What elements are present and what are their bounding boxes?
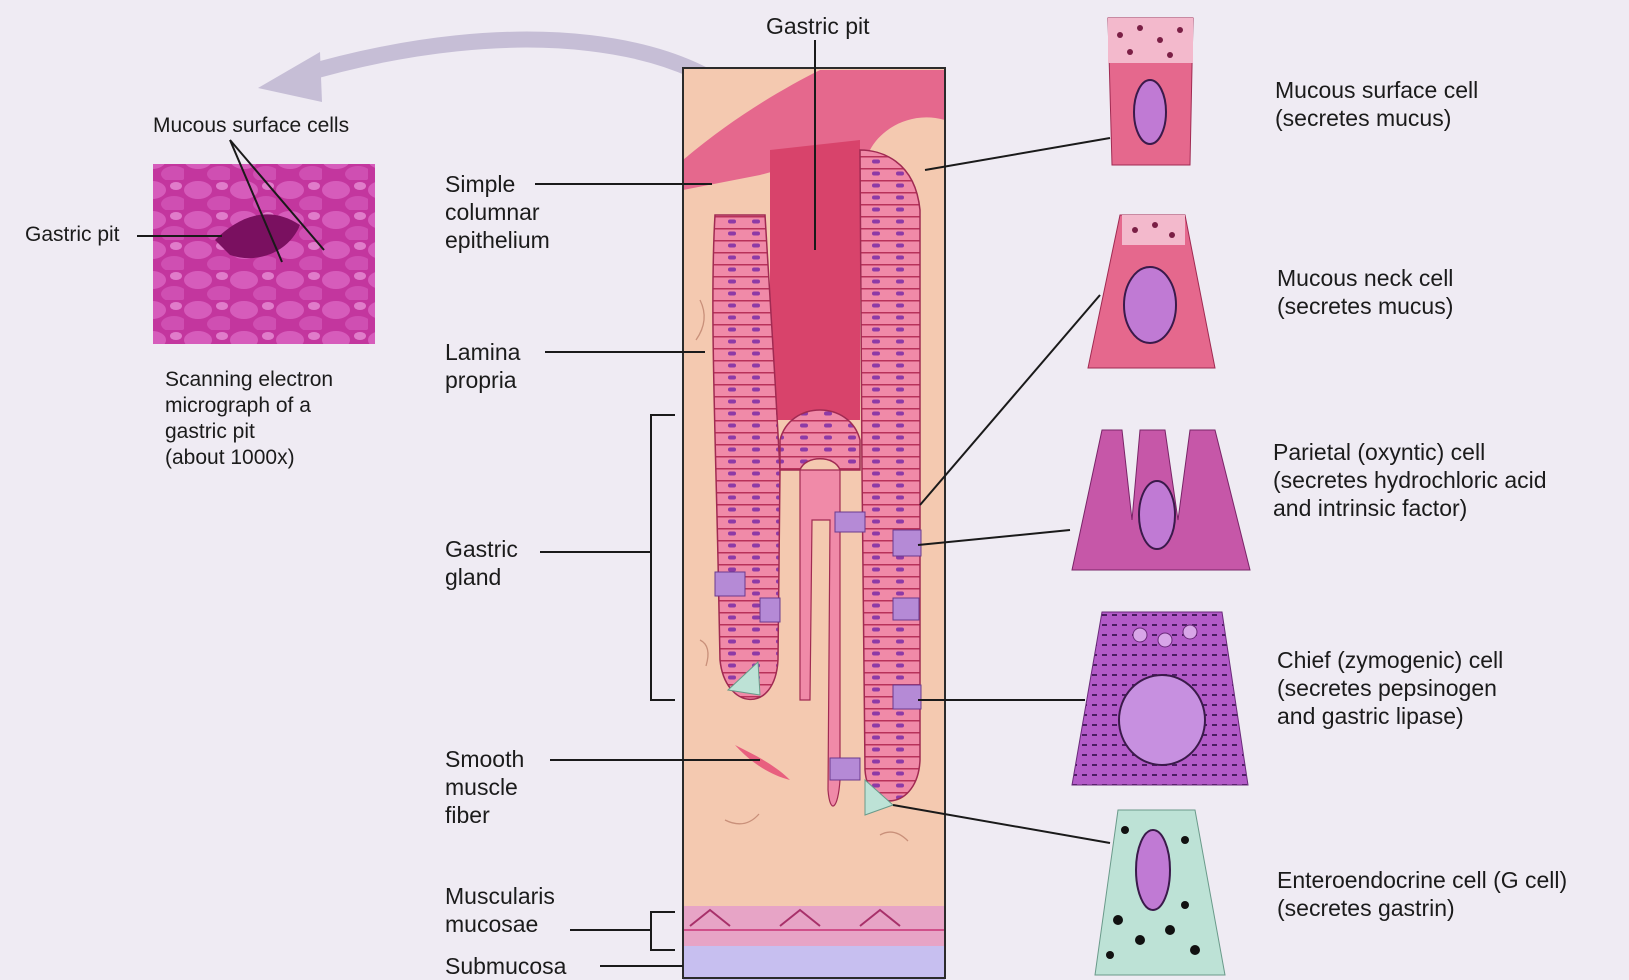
micrograph-pit-label: Gastric pit <box>25 222 120 248</box>
cell-label-mucous-neck: Mucous neck cell (secretes mucus) <box>1277 264 1453 320</box>
parietal-cell-illustration <box>1072 430 1250 570</box>
arrow-head-icon <box>258 52 322 102</box>
cell-label-mucous-surface: Mucous surface cell (secretes mucus) <box>1275 76 1478 132</box>
cell-label-enteroendocrine: Enteroendocrine cell (G cell) (secretes … <box>1277 866 1567 922</box>
micrograph-cells-label: Mucous surface cells <box>153 113 349 139</box>
muscularis-label: Muscularis mucosae <box>445 882 555 938</box>
micrograph-caption: Scanning electron micrograph of a gastri… <box>165 367 333 471</box>
smooth-muscle-label: Smooth muscle fiber <box>445 745 524 829</box>
enteroendocrine-cell-illustration <box>1095 810 1225 975</box>
gastric-gland-label: Gastric gland <box>445 535 518 591</box>
gland-left <box>713 215 780 699</box>
submucosa-label: Submucosa <box>445 952 566 980</box>
lamina-propria-label: Lamina propria <box>445 338 520 394</box>
mucous-surface-cell-illustration <box>1108 18 1193 165</box>
submucosa-band <box>683 946 945 980</box>
cell-label-parietal: Parietal (oxyntic) cell (secretes hydroc… <box>1273 438 1547 522</box>
chief-cell-illustration <box>1072 612 1248 785</box>
muscularis-band <box>683 906 945 946</box>
mucous-neck-cell-illustration <box>1088 215 1215 368</box>
cell-label-chief: Chief (zymogenic) cell (secretes pepsino… <box>1277 646 1503 730</box>
epithelium-label: Simple columnar epithelium <box>445 170 550 254</box>
gastric-pit-label: Gastric pit <box>766 12 870 40</box>
